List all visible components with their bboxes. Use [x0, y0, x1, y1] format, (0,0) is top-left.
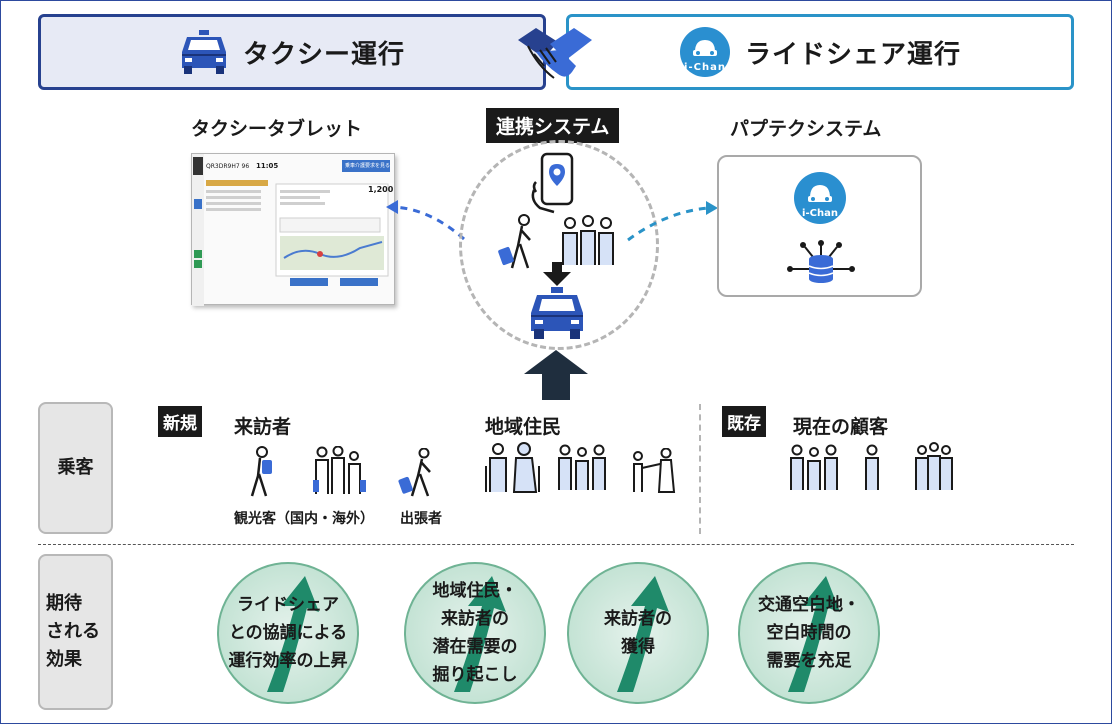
- taxi-operation-header: タクシー運行: [38, 14, 546, 90]
- effect-text-4: 交通空白地・ 空白時間の 需要を充足: [758, 595, 860, 671]
- up-arrow-icon: [524, 350, 588, 400]
- existing-family-icon: [790, 444, 838, 490]
- tablet-time: 11:05: [256, 162, 279, 170]
- i-chan-logo-icon: i-Chan: [679, 26, 731, 78]
- database-network-icon: [787, 240, 855, 283]
- existing-divider: [699, 404, 701, 534]
- tablet-label: タクシータブレット: [191, 118, 363, 140]
- row-divider: [38, 544, 1074, 545]
- linkage-system-label: 連携システム: [486, 108, 620, 143]
- traveler-with-suitcase-icon: [498, 214, 531, 269]
- effect-item-1: ライドシェア との協調による 運行効率の上昇: [217, 562, 359, 704]
- upward-curve-arrow-icon: [617, 576, 669, 692]
- rideshare-operation-header: i-Chan ライドシェア運行: [566, 14, 1074, 90]
- handshake-icon: [518, 28, 592, 79]
- single-person-icon: [865, 444, 879, 490]
- taxi-icon: [179, 30, 229, 74]
- elderly-couple-icon: [485, 442, 540, 493]
- taxi-tablet-screenshot: QR3DR9H7 96 11:05 乗車介護要求を見る 1,200: [191, 153, 395, 306]
- current-customers-label: 現在の顧客: [793, 416, 889, 438]
- group-of-people-icon: [915, 442, 953, 490]
- new-tag: 新規: [158, 406, 202, 437]
- residents-label: 地域住民: [485, 416, 562, 438]
- tablet-request-button: 乗車介護要求を見る: [345, 163, 391, 169]
- arrow-to-paptech: [627, 201, 718, 242]
- expected-effects-row-label: 期待 される 効果: [38, 554, 113, 710]
- business-caption: 出張者: [400, 511, 442, 527]
- rideshare-operation-title: ライドシェア運行: [744, 39, 961, 70]
- paptech-system-label: パプテクシステム: [730, 118, 882, 140]
- i-chan-logo-icon: i-Chan: [794, 172, 846, 224]
- down-arrow-icon: [543, 262, 571, 286]
- passenger-row-label: 乗客: [38, 402, 113, 534]
- tablet-fare: 1,200: [368, 185, 394, 194]
- resident-family-icon: [558, 444, 606, 490]
- svg-text:i-Chan: i-Chan: [802, 208, 838, 219]
- arrow-to-tablet: [386, 200, 465, 241]
- effect-text-3: 来訪者の 獲得: [604, 609, 672, 657]
- upward-curve-arrow-icon: [454, 576, 506, 692]
- taxi-icon: [531, 287, 583, 339]
- effect-item-4: 交通空白地・ 空白時間の 需要を充足: [738, 562, 880, 704]
- tablet-vehicle-id: QR3DR9H7 96: [206, 163, 250, 170]
- tourist-caption: 観光客（国内・海外）: [234, 511, 374, 527]
- effect-item-2: 地域住民・ 来訪者の 潜在需要の 掘り起こし: [404, 562, 546, 704]
- effect-text-2: 地域住民・ 来訪者の 潜在需要の 掘り起こし: [432, 581, 518, 685]
- smartphone-location-icon: [531, 152, 574, 214]
- linkage-system-circle: [459, 140, 659, 350]
- upward-curve-arrow-icon: [267, 576, 319, 692]
- existing-tag: 既存: [722, 406, 766, 437]
- business-traveler-icon: [398, 448, 431, 497]
- upward-curve-arrow-icon: [788, 576, 840, 692]
- paptech-system-box: i-Chan: [717, 155, 922, 297]
- family-with-luggage-icon: [313, 446, 366, 494]
- taxi-operation-title: タクシー運行: [242, 39, 405, 70]
- parent-and-child-icon: [633, 448, 676, 493]
- effect-item-3: 来訪者の 獲得: [567, 562, 709, 704]
- expected-effects-text: 期待 される 効果: [46, 593, 100, 670]
- effect-text-1: ライドシェア との協調による 運行効率の上昇: [228, 595, 348, 671]
- svg-text:i-Chan: i-Chan: [684, 62, 726, 73]
- tourist-backpack-icon: [250, 446, 272, 497]
- visitors-label: 来訪者: [234, 416, 292, 438]
- group-of-people-icon: [562, 215, 614, 265]
